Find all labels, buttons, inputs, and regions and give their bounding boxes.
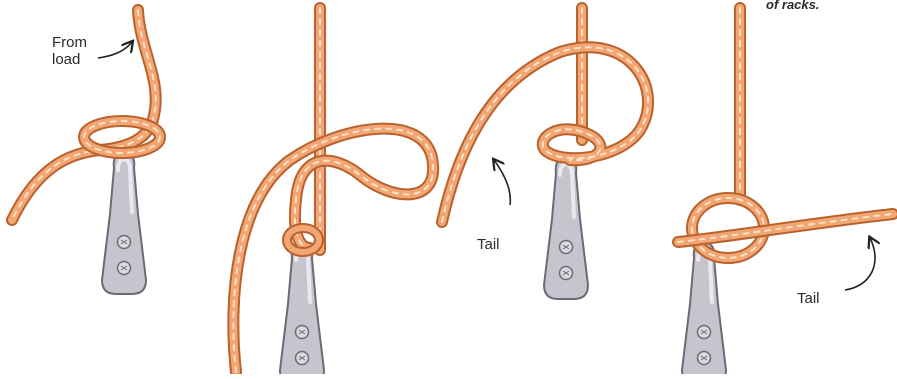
from-label: From [52, 34, 87, 51]
load-label: load [52, 51, 80, 68]
cleat-2-icon [280, 242, 324, 374]
step-4-illustration [678, 8, 893, 374]
tail-arrow-a [494, 160, 510, 205]
corner-note: of racks. [766, 0, 819, 13]
tail-label-a: Tail [477, 236, 500, 253]
tail-arrow-b [845, 238, 875, 290]
step-1-illustration [12, 10, 160, 294]
cleat-3-icon [544, 157, 588, 299]
step-3-illustration [442, 8, 648, 299]
from-load-arrow [98, 42, 132, 58]
tail-label-b: Tail [797, 290, 820, 307]
step-2-illustration [233, 8, 433, 374]
cleat-1-icon [102, 152, 146, 294]
